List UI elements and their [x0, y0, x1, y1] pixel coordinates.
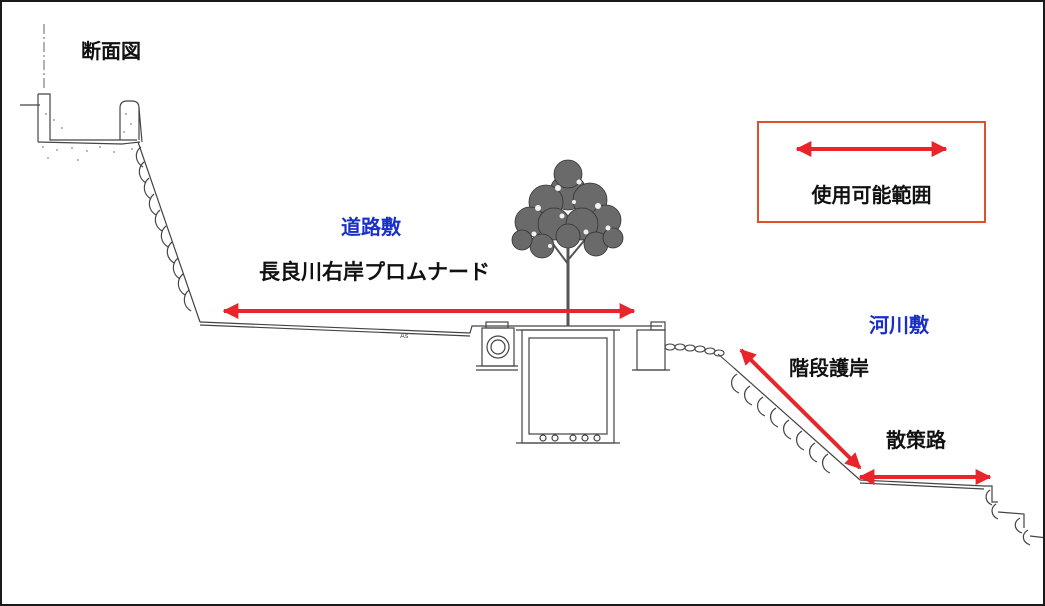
road-surface [199, 321, 662, 337]
left-wall-structure [20, 93, 143, 145]
chain [664, 343, 735, 369]
river-area-label: 河川敷 [869, 313, 929, 337]
upper-revetment [135, 141, 201, 323]
stepped-bank-range-arrow [739, 348, 862, 470]
drain-pipe [476, 321, 518, 371]
road-area-label: 道路敷 [341, 215, 401, 239]
stepped-bank-label: 階段護岸 [789, 356, 869, 380]
legend-label: 使用可能範囲 [811, 183, 932, 207]
gravel-texture [42, 113, 133, 161]
diagram-title: 断面図 [81, 39, 141, 63]
legend-arrow [795, 141, 948, 157]
lower-revetment [984, 485, 1043, 546]
surface-material-mark: As [400, 332, 409, 340]
legend: 使用可能範囲 [757, 121, 986, 223]
walking-path-surface [859, 479, 985, 490]
walking-path-label: 散策路 [886, 428, 946, 452]
promenade-label: 長良川右岸プロムナード [259, 260, 490, 284]
stepped-revetment [731, 367, 861, 481]
box-culvert [516, 329, 620, 444]
right-pillar [632, 321, 670, 371]
tree [511, 159, 624, 326]
